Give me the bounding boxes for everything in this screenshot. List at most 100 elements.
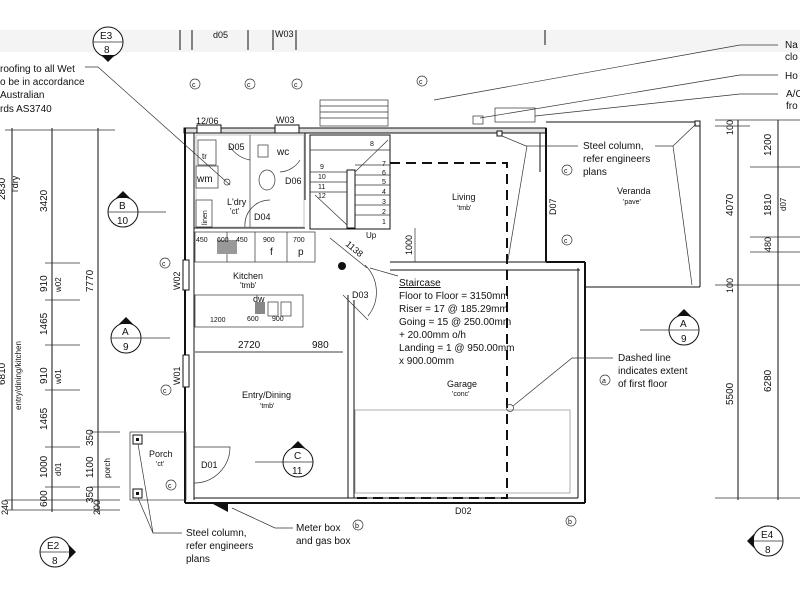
grid_tag-text: c [564, 238, 568, 245]
grid_tag_b-text: b [568, 519, 572, 526]
interior_dims-d2720-text: 2720 [238, 340, 261, 351]
grid_tag_b-text: b [355, 523, 359, 530]
grid_tag-text: c [192, 82, 196, 89]
bench_dims-d-text: 900 [263, 237, 275, 244]
left_dims-w02-text: w02 [54, 277, 63, 293]
notes-steel_column_top-2-text: plans [583, 167, 607, 178]
section-marker-a-right[interactable]: A9 [640, 309, 700, 346]
window-w01-label: W01 [172, 366, 182, 385]
dishwasher-label: dw [253, 294, 265, 304]
interior_dims-d1138-text: 1138 [344, 239, 365, 259]
left_dims-edk-text: entry/dining/kitchen [14, 341, 23, 410]
grid-tags: c c c c c c c c c a b b [159, 75, 611, 531]
window-w02-label: W02 [172, 271, 182, 290]
rooms-laundry-1-text: 'ct' [230, 207, 240, 216]
door-d03-label: D03 [352, 290, 369, 300]
left_dims-d240-text: 240 [0, 500, 10, 515]
veranda: Na clo Ho A/C fro Steel column, refer en… [319, 40, 800, 288]
grid-tag-icon: c [244, 78, 256, 90]
left_dims-d6810-text: 6810 [0, 362, 8, 385]
grid_tag-text: c [168, 483, 172, 490]
bench_dims-b-text: 600 [217, 237, 229, 244]
steel-column-note-bottom: Steel column, [186, 528, 247, 539]
stair_numbers-9-text: 10 [318, 174, 326, 181]
meter-box-note: Meter box [296, 523, 340, 534]
wet-area: tr wm linen wc L'dry 'ct' D05 D06 D04 12… [195, 115, 305, 228]
left_dims-d7770-text: 7770 [85, 269, 96, 292]
left_dims-d200-text: 200 [92, 500, 102, 515]
stair_numbers-4-text: 5 [382, 179, 386, 186]
faded-header-strip: d05 W03 [0, 29, 800, 52]
kitchen-benches: 450 600 450 900 700 f p dw 1200 600 900 … [194, 231, 346, 328]
interior_dims-d980-text: 980 [312, 340, 329, 351]
notes-staircase_lines-0-text: Floor to Floor = 3150mm [399, 291, 509, 302]
stair_numbers-10-text: 11 [318, 184, 325, 191]
left_dims-d350a-text: 350 [85, 429, 96, 446]
left_dims-ldry-text: l'dry [10, 175, 20, 192]
left_dims-d2830-text: 2830 [0, 177, 8, 200]
right_dims-d5500-text: 5500 [725, 382, 736, 405]
notes-staircase_lines-1-text: Riser = 17 @ 185.29mm [399, 304, 508, 315]
door-d07-label: D07 [548, 198, 558, 215]
right_dims-d480-text: 480 [763, 237, 773, 252]
section-marker-c[interactable]: C 11 [255, 441, 314, 478]
notes-staircase_lines-2-text: Going = 15 @ 250.00mm [399, 317, 511, 328]
wc-label: wc [276, 147, 289, 158]
section_markers-c-0-text: C [294, 451, 301, 462]
section-marker-e2[interactable]: E28 [39, 536, 76, 568]
staircase-note: Staircase Floor to Floor = 3150mm Riser … [369, 267, 515, 367]
section_markers-a_right-1-text: 9 [681, 334, 687, 345]
grid-tag-icon: c [291, 78, 303, 90]
section-marker-e4[interactable]: E48 [747, 525, 784, 557]
left_dims-d910b-text: 910 [39, 367, 50, 384]
rooms-entry_dining-1-text: 'tmb' [260, 403, 274, 410]
living-label: Living [452, 192, 476, 202]
left_dims-porch-text: porch [103, 458, 112, 478]
notes-staircase_title-text: Staircase [399, 278, 441, 289]
right_dims-d1200-text: 1200 [763, 133, 774, 156]
door-d02-label: D02 [455, 506, 472, 516]
right_dims-d4070-text: 4070 [725, 193, 736, 216]
section-marker-b[interactable]: B10 [107, 191, 166, 228]
right_dims-d07-text: d07 [779, 197, 788, 211]
bench_dims-h-text: 900 [272, 316, 284, 323]
grid_tag-text: c [162, 261, 166, 268]
section_markers-c-1-text: 11 [292, 466, 303, 477]
left_dims-d1100-text: 1100 [85, 456, 96, 478]
grid-tag-icon: a [599, 374, 611, 386]
section-marker-a-left[interactable]: A9 [110, 317, 170, 354]
notes-dashed_line-0-text: Dashed line [618, 353, 671, 364]
left_dims-d1000-text: 1000 [39, 455, 50, 478]
rooms-kitchen-1-text: 'tmb' [240, 281, 257, 290]
grid-tag-icon: c [160, 384, 172, 396]
veranda-label: Veranda [617, 186, 651, 196]
rooms-garage-1-text: 'conc' [452, 391, 469, 398]
bench_dims-e-text: 700 [293, 237, 305, 244]
left_dims-w01-text: w01 [54, 369, 63, 385]
section_markers-e3-0-text: E3 [100, 31, 113, 42]
stair_numbers-2-text: 3 [382, 199, 386, 206]
section_markers-e4-0-text: E4 [761, 530, 774, 541]
rooms-porch-1-text: 'ct' [156, 461, 164, 468]
openings: W02 W01 D01 D03 D02 D07 [172, 198, 558, 516]
right_dims-d6280-text: 6280 [763, 369, 774, 392]
grid-tag-icon: c [189, 78, 201, 90]
staircase: 1 2 3 4 5 6 7 8 9 10 11 12 Up [309, 134, 391, 240]
stair_numbers-7-text: 8 [370, 141, 374, 148]
interior_dims-d1000-text: 1000 [404, 235, 414, 255]
rooms-f-text: f [270, 247, 273, 258]
grid-tag-icon: c [416, 75, 428, 87]
right-dimensions: 100 1200 4070 1810 d07 480 100 5500 6280 [715, 119, 800, 500]
notes-meter_box-1-text: and gas box [296, 536, 351, 547]
section_markers-e2-1-text: 8 [52, 556, 58, 567]
rooms-veranda-1-text: 'pave' [623, 199, 641, 206]
entry-dining-label: Entry/Dining [242, 390, 291, 400]
stair_numbers-0-text: 1 [382, 219, 386, 226]
stair_numbers-11-text: 12 [318, 193, 326, 200]
window-1206-label: 12/06 [196, 116, 219, 126]
section-marker-e3[interactable]: E38 [92, 26, 124, 62]
tr-label: tr [202, 152, 207, 161]
left_dims-d1465a-text: 1465 [39, 312, 50, 335]
rooms-p-text: p [298, 247, 304, 258]
section_markers-a_right-0-text: A [680, 319, 687, 330]
